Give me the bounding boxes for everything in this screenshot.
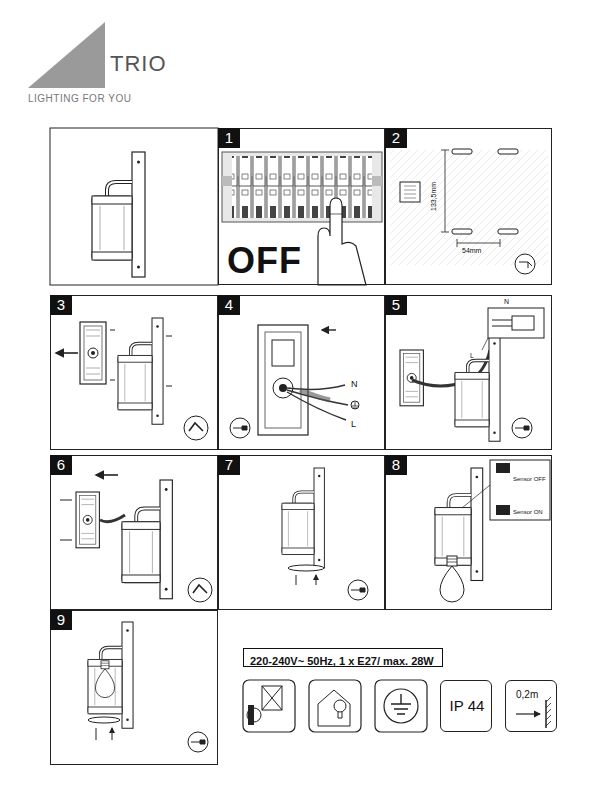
step-panel: 6 bbox=[50, 455, 218, 610]
step-panel: 2 133,5mm 54mm bbox=[385, 128, 552, 285]
step-number: 6 bbox=[50, 455, 72, 475]
step-number: 4 bbox=[218, 295, 240, 315]
text-label: 54mm bbox=[462, 247, 481, 255]
step-number: 9 bbox=[50, 610, 72, 630]
text-label: Sensor OFF bbox=[513, 476, 546, 483]
text-label: 220-240V~ 50Hz, 1 x E27/ max. 28W bbox=[250, 655, 434, 667]
symbol-box: IP 44 bbox=[440, 680, 492, 732]
step-panel: 5 N L bbox=[385, 295, 552, 450]
text-label: 133,5mm bbox=[430, 182, 438, 211]
step-number: 7 bbox=[218, 455, 240, 475]
step-number: 3 bbox=[50, 295, 72, 315]
step-number: 5 bbox=[385, 295, 407, 315]
text-label: L bbox=[351, 420, 356, 430]
text-label: L bbox=[470, 352, 474, 360]
brand-slogan: LIGHTING FOR YOU bbox=[28, 93, 131, 104]
brand-name: TRIO bbox=[110, 52, 167, 76]
step-number: 1 bbox=[218, 128, 240, 148]
text-label: N bbox=[351, 380, 358, 390]
text-label: IP 44 bbox=[441, 698, 493, 715]
text-label: OFF bbox=[227, 241, 302, 281]
spec-box: 220-240V~ 50Hz, 1 x E27/ max. 28W bbox=[243, 648, 443, 667]
text-label: 0,2m bbox=[516, 689, 538, 700]
text-label: Sensor ON bbox=[513, 509, 543, 516]
step-panel: 3 bbox=[50, 295, 218, 450]
step-panel: 7 bbox=[218, 455, 385, 610]
step-panel: 4N L bbox=[218, 295, 385, 450]
step-number: 8 bbox=[385, 455, 407, 475]
step-panel: 8Sensor OFF Sensor ON bbox=[385, 455, 552, 610]
step-panel: 9 bbox=[50, 610, 218, 765]
step-panel: 1OFF bbox=[218, 128, 385, 285]
symbol-box: 0,2m bbox=[505, 680, 557, 732]
text-label: N bbox=[504, 298, 509, 306]
step-number: 2 bbox=[385, 128, 407, 148]
